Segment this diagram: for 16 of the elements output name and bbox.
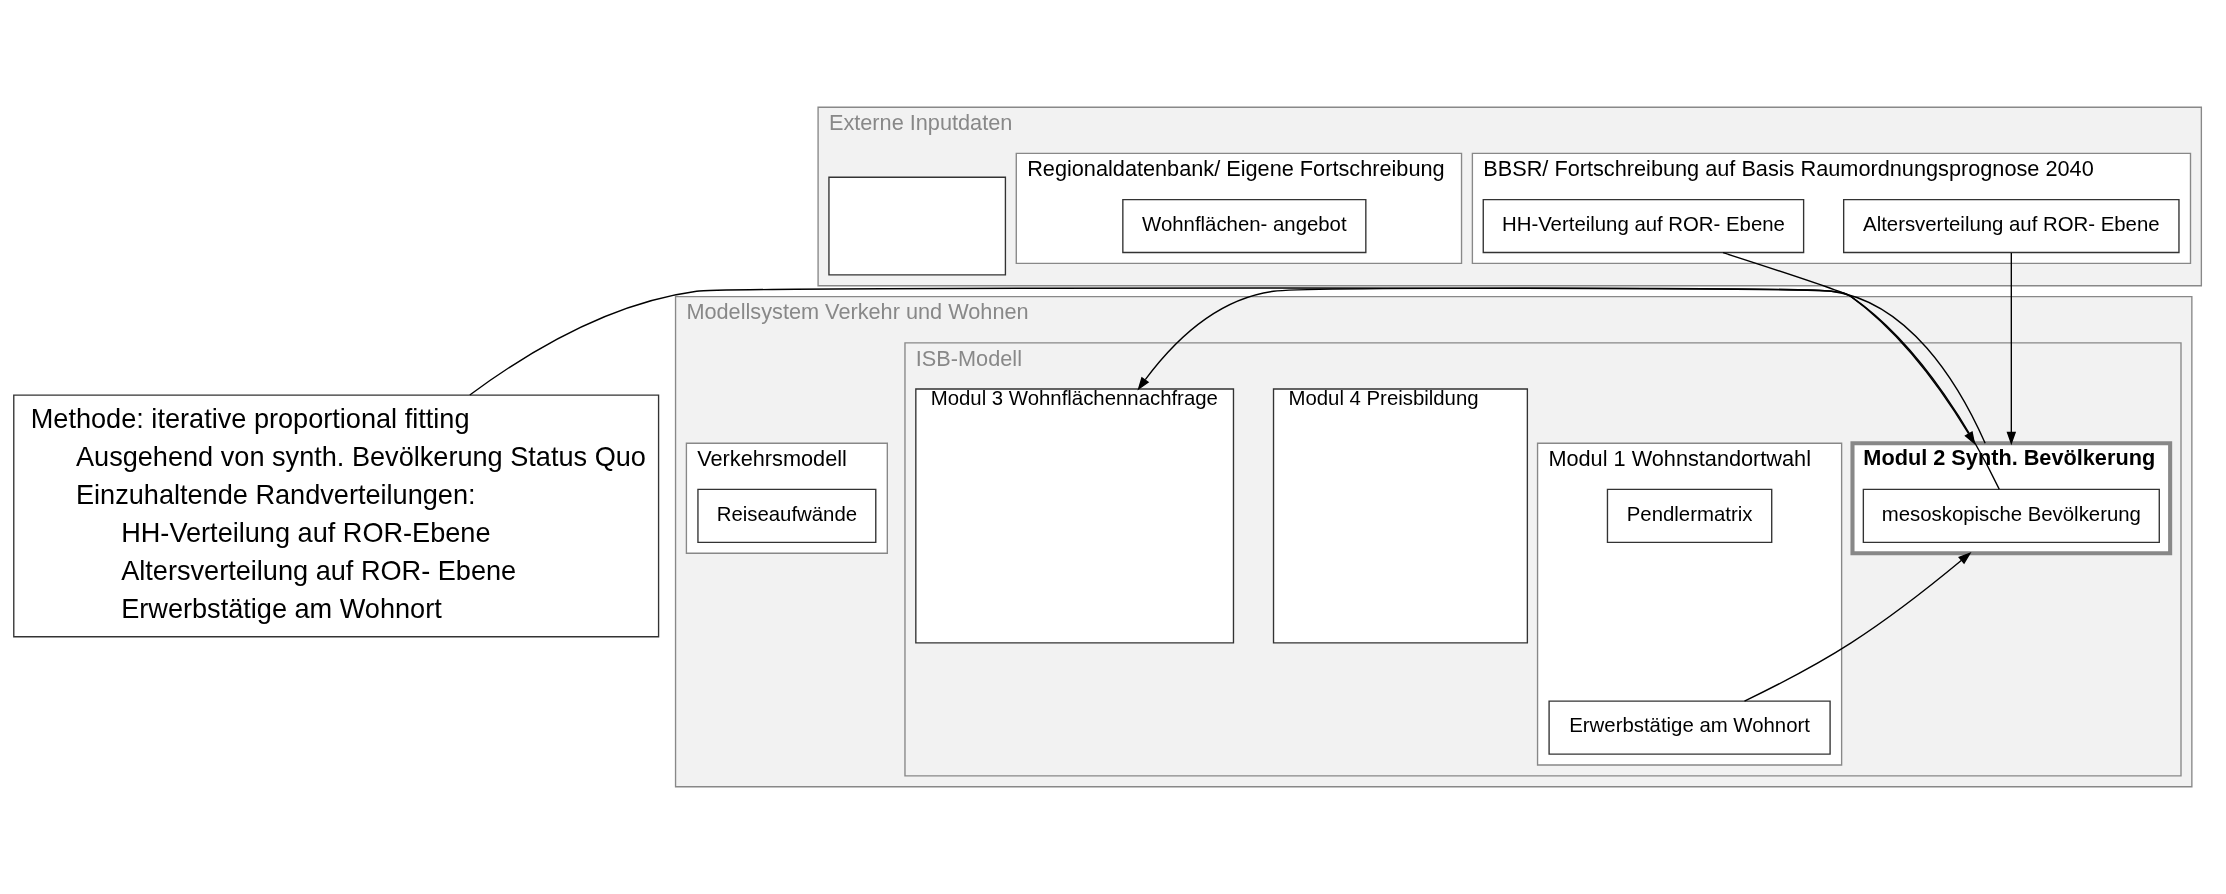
node-box: Methode: iterative proportional fitting Ausgehend von synth. Bevölkerung Status Quo Einzuhaltende Randverteilungen: HH-Verteilung auf ROR-Ebene Altersverteilung auf ROR- Ebene Erwerbstätige am Wohnort [13,394,660,638]
node-box [828,176,1007,276]
node-box: HH-Verteilung auf ROR- Ebene [1482,198,1805,254]
node-box: Wohnflächen- angebot [1122,198,1367,254]
arrow [1743,551,1972,702]
node-box: Erwerbstätige am Wohnort [1548,700,1831,755]
arrow [2006,252,2017,446]
node-box: Pendlermatrix [1606,488,1773,544]
node-box: mesoskopische Bevölkerung [1862,488,2160,544]
node-box: Altersverteilung auf ROR- Ebene [1843,198,2180,254]
arrow [1137,287,2000,490]
connector [469,287,1986,444]
node-box: Reiseaufwände [697,488,877,544]
arrow [1722,252,1976,446]
node-box: Modul 3 Wohnflächennachfrage [915,388,1235,644]
node-box: Modul 4 Preisbildung [1272,388,1529,644]
